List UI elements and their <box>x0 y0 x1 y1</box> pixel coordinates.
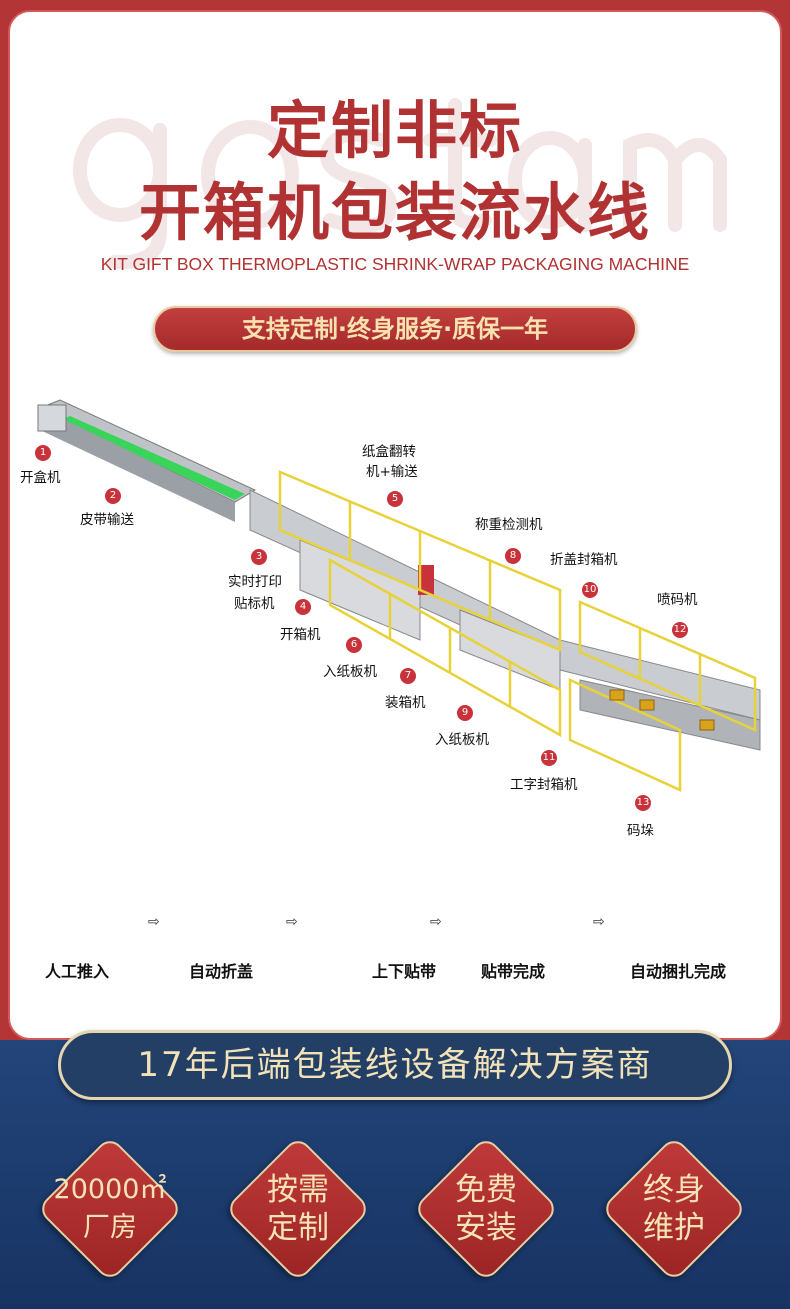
station-label-10: 折盖封箱机 <box>550 552 618 568</box>
feature-line1: 20000㎡ <box>53 1174 167 1205</box>
watermark-logo <box>73 98 727 270</box>
station-label-4: 开箱机 <box>280 627 321 643</box>
station-number-5: 5 <box>387 491 403 507</box>
station-label-3b: 贴标机 <box>234 596 275 612</box>
station-label-2: 皮带输送 <box>80 512 134 528</box>
title-line-1: 定制非标 <box>266 94 523 167</box>
arrow-right-icon: ⇨ <box>148 914 160 930</box>
feature-line1: 按需 <box>267 1172 329 1208</box>
station-number-9: 9 <box>457 705 473 721</box>
station-label-3a: 实时打印 <box>228 574 282 590</box>
station-number-1: 1 <box>35 445 51 461</box>
title-line-2: 开箱机包装流水线 <box>138 176 651 249</box>
step-strap-done: 自动捆扎完成 <box>630 962 727 981</box>
step-auto-fold: 自动折盖 <box>189 962 254 981</box>
feature-custom: 按需定制 <box>224 1135 372 1283</box>
company-banner: 17年后端包装线设备解决方案商 <box>58 1030 732 1100</box>
station-label-7: 装箱机 <box>385 695 426 711</box>
station-label-1: 开盒机 <box>20 470 61 486</box>
step-tape: 上下贴带 <box>372 962 437 981</box>
content-card <box>8 10 782 1040</box>
station-label-8: 称重检测机 <box>475 517 543 533</box>
station-number-13: 13 <box>635 795 651 811</box>
feature-line1: 免费 <box>455 1172 517 1208</box>
station-number-4: 4 <box>295 599 311 615</box>
arrow-right-icon: ⇨ <box>593 914 605 930</box>
station-label-5b: 机+输送 <box>366 464 418 480</box>
feature-line2: 安装 <box>455 1210 517 1246</box>
feature-line2: 维护 <box>643 1210 705 1246</box>
step-tape-done: 贴带完成 <box>481 962 546 981</box>
station-number-8: 8 <box>505 548 521 564</box>
station-label-9: 入纸板机 <box>435 732 489 748</box>
station-label-5a: 纸盒翻转 <box>362 444 416 460</box>
station-number-3: 3 <box>251 549 267 565</box>
station-label-6: 入纸板机 <box>323 664 377 680</box>
station-label-13: 码垛 <box>627 823 654 839</box>
feature-maintenance: 终身维护 <box>600 1135 748 1283</box>
station-number-2: 2 <box>105 488 121 504</box>
station-number-11: 11 <box>541 750 557 766</box>
station-number-10: 10 <box>582 582 598 598</box>
feature-line2: 厂房 <box>83 1212 137 1243</box>
english-subtitle: KIT GIFT BOX THERMOPLASTIC SHRINK-WRAP P… <box>100 254 690 274</box>
feature-line2: 定制 <box>267 1210 329 1246</box>
production-line-diagram: 1 开盒机 2 皮带输送 3 实时打印 贴标机 4 开箱机 纸盒翻转 机+输送 … <box>0 390 790 971</box>
feature-install: 免费安装 <box>412 1135 560 1283</box>
arrow-right-icon: ⇨ <box>430 914 442 930</box>
slogan-pill: 支持定制·终身服务·质保一年 <box>153 306 637 352</box>
feature-line1: 终身 <box>643 1172 705 1208</box>
station-label-11: 工字封箱机 <box>510 777 578 793</box>
station-number-6: 6 <box>346 637 362 653</box>
step-manual-push: 人工推入 <box>45 962 110 981</box>
station-number-7: 7 <box>400 668 416 684</box>
station-label-12: 喷码机 <box>657 592 698 608</box>
arrow-right-icon: ⇨ <box>286 914 298 930</box>
station-number-12: 12 <box>672 622 688 638</box>
